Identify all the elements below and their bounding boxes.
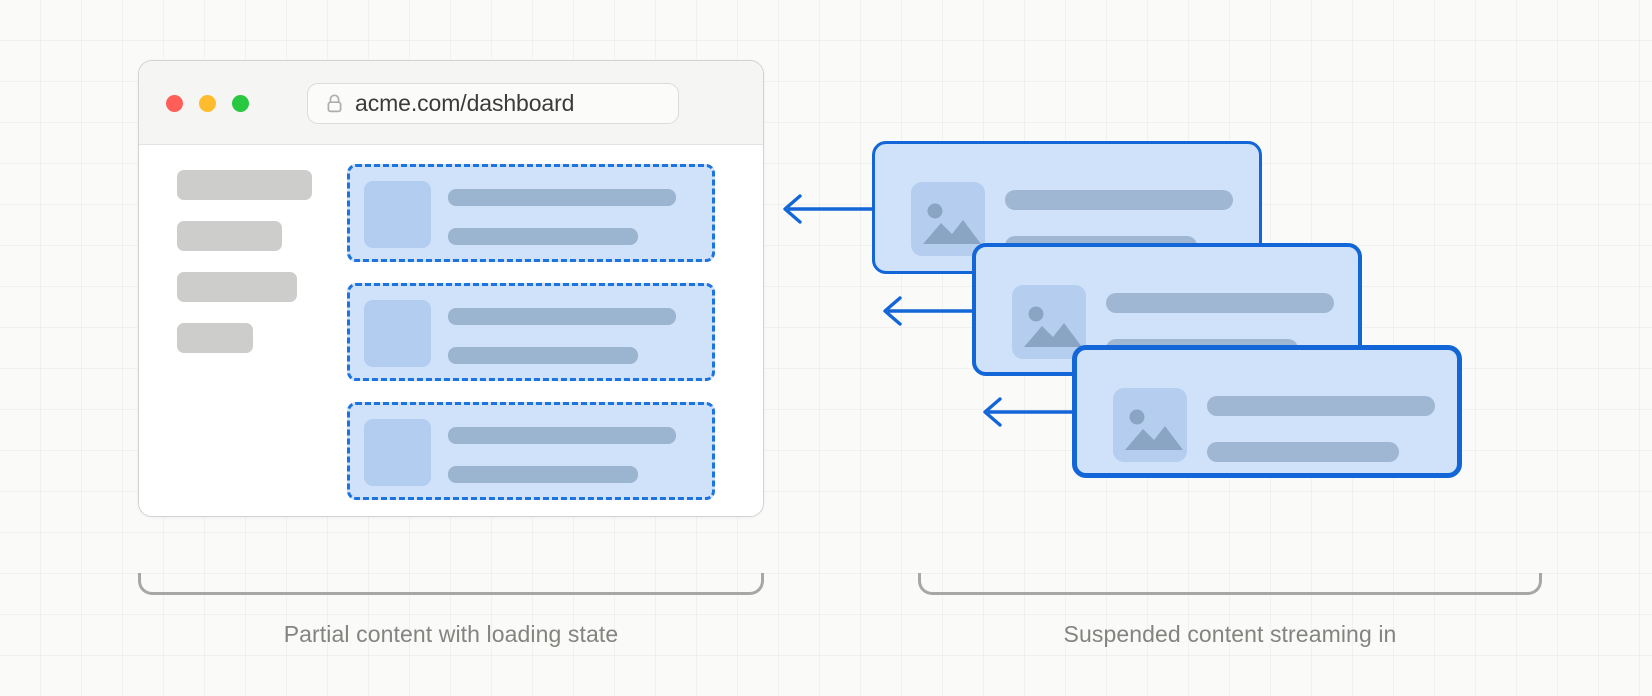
skeleton-lines xyxy=(448,427,698,483)
skeleton-line xyxy=(1207,442,1399,462)
url-bar[interactable]: acme.com/dashboard xyxy=(307,83,679,124)
sidebar-skeleton-bar xyxy=(177,323,253,353)
image-placeholder-icon xyxy=(1113,388,1187,462)
traffic-light-controls xyxy=(166,95,249,112)
skeleton-lines xyxy=(1207,396,1435,462)
stream-arrow-1 xyxy=(783,194,882,224)
image-placeholder-icon xyxy=(364,181,431,248)
browser-window: acme.com/dashboard xyxy=(138,60,764,517)
skeleton-line xyxy=(1106,293,1334,313)
skeleton-line xyxy=(448,347,638,364)
url-text: acme.com/dashboard xyxy=(355,90,575,116)
skeleton-line xyxy=(448,427,676,444)
skeleton-lines xyxy=(448,308,698,364)
sidebar-skeleton-bar xyxy=(177,170,312,200)
right-caption: Suspended content streaming in xyxy=(1063,621,1397,647)
loading-card[interactable] xyxy=(347,402,715,500)
skeleton-line xyxy=(448,308,676,325)
skeleton-lines xyxy=(448,189,698,245)
left-bracket xyxy=(138,573,764,595)
sidebar-skeleton-bar xyxy=(177,272,297,302)
minimize-window-button[interactable] xyxy=(199,95,216,112)
image-placeholder-icon xyxy=(364,300,431,367)
image-placeholder-icon xyxy=(1012,285,1086,359)
left-caption: Partial content with loading state xyxy=(283,621,619,647)
maximize-window-button[interactable] xyxy=(232,95,249,112)
suspended-card-3[interactable] xyxy=(1072,345,1462,478)
skeleton-line xyxy=(448,189,676,206)
lock-icon xyxy=(327,94,342,113)
sidebar-skeleton-bar xyxy=(177,221,282,251)
close-window-button[interactable] xyxy=(166,95,183,112)
loading-cards-list xyxy=(347,164,715,516)
loading-card[interactable] xyxy=(347,283,715,381)
stream-arrow-2 xyxy=(883,296,982,326)
right-bracket xyxy=(918,573,1542,595)
stream-arrow-3 xyxy=(983,397,1082,427)
loading-card[interactable] xyxy=(347,164,715,262)
image-placeholder-icon xyxy=(364,419,431,486)
skeleton-line xyxy=(1207,396,1435,416)
skeleton-line xyxy=(448,228,638,245)
sidebar-skeleton xyxy=(177,170,337,374)
image-placeholder-icon xyxy=(911,182,985,256)
skeleton-line xyxy=(1005,190,1233,210)
browser-chrome: acme.com/dashboard xyxy=(139,61,763,145)
skeleton-line xyxy=(448,466,638,483)
browser-viewport xyxy=(139,145,763,516)
